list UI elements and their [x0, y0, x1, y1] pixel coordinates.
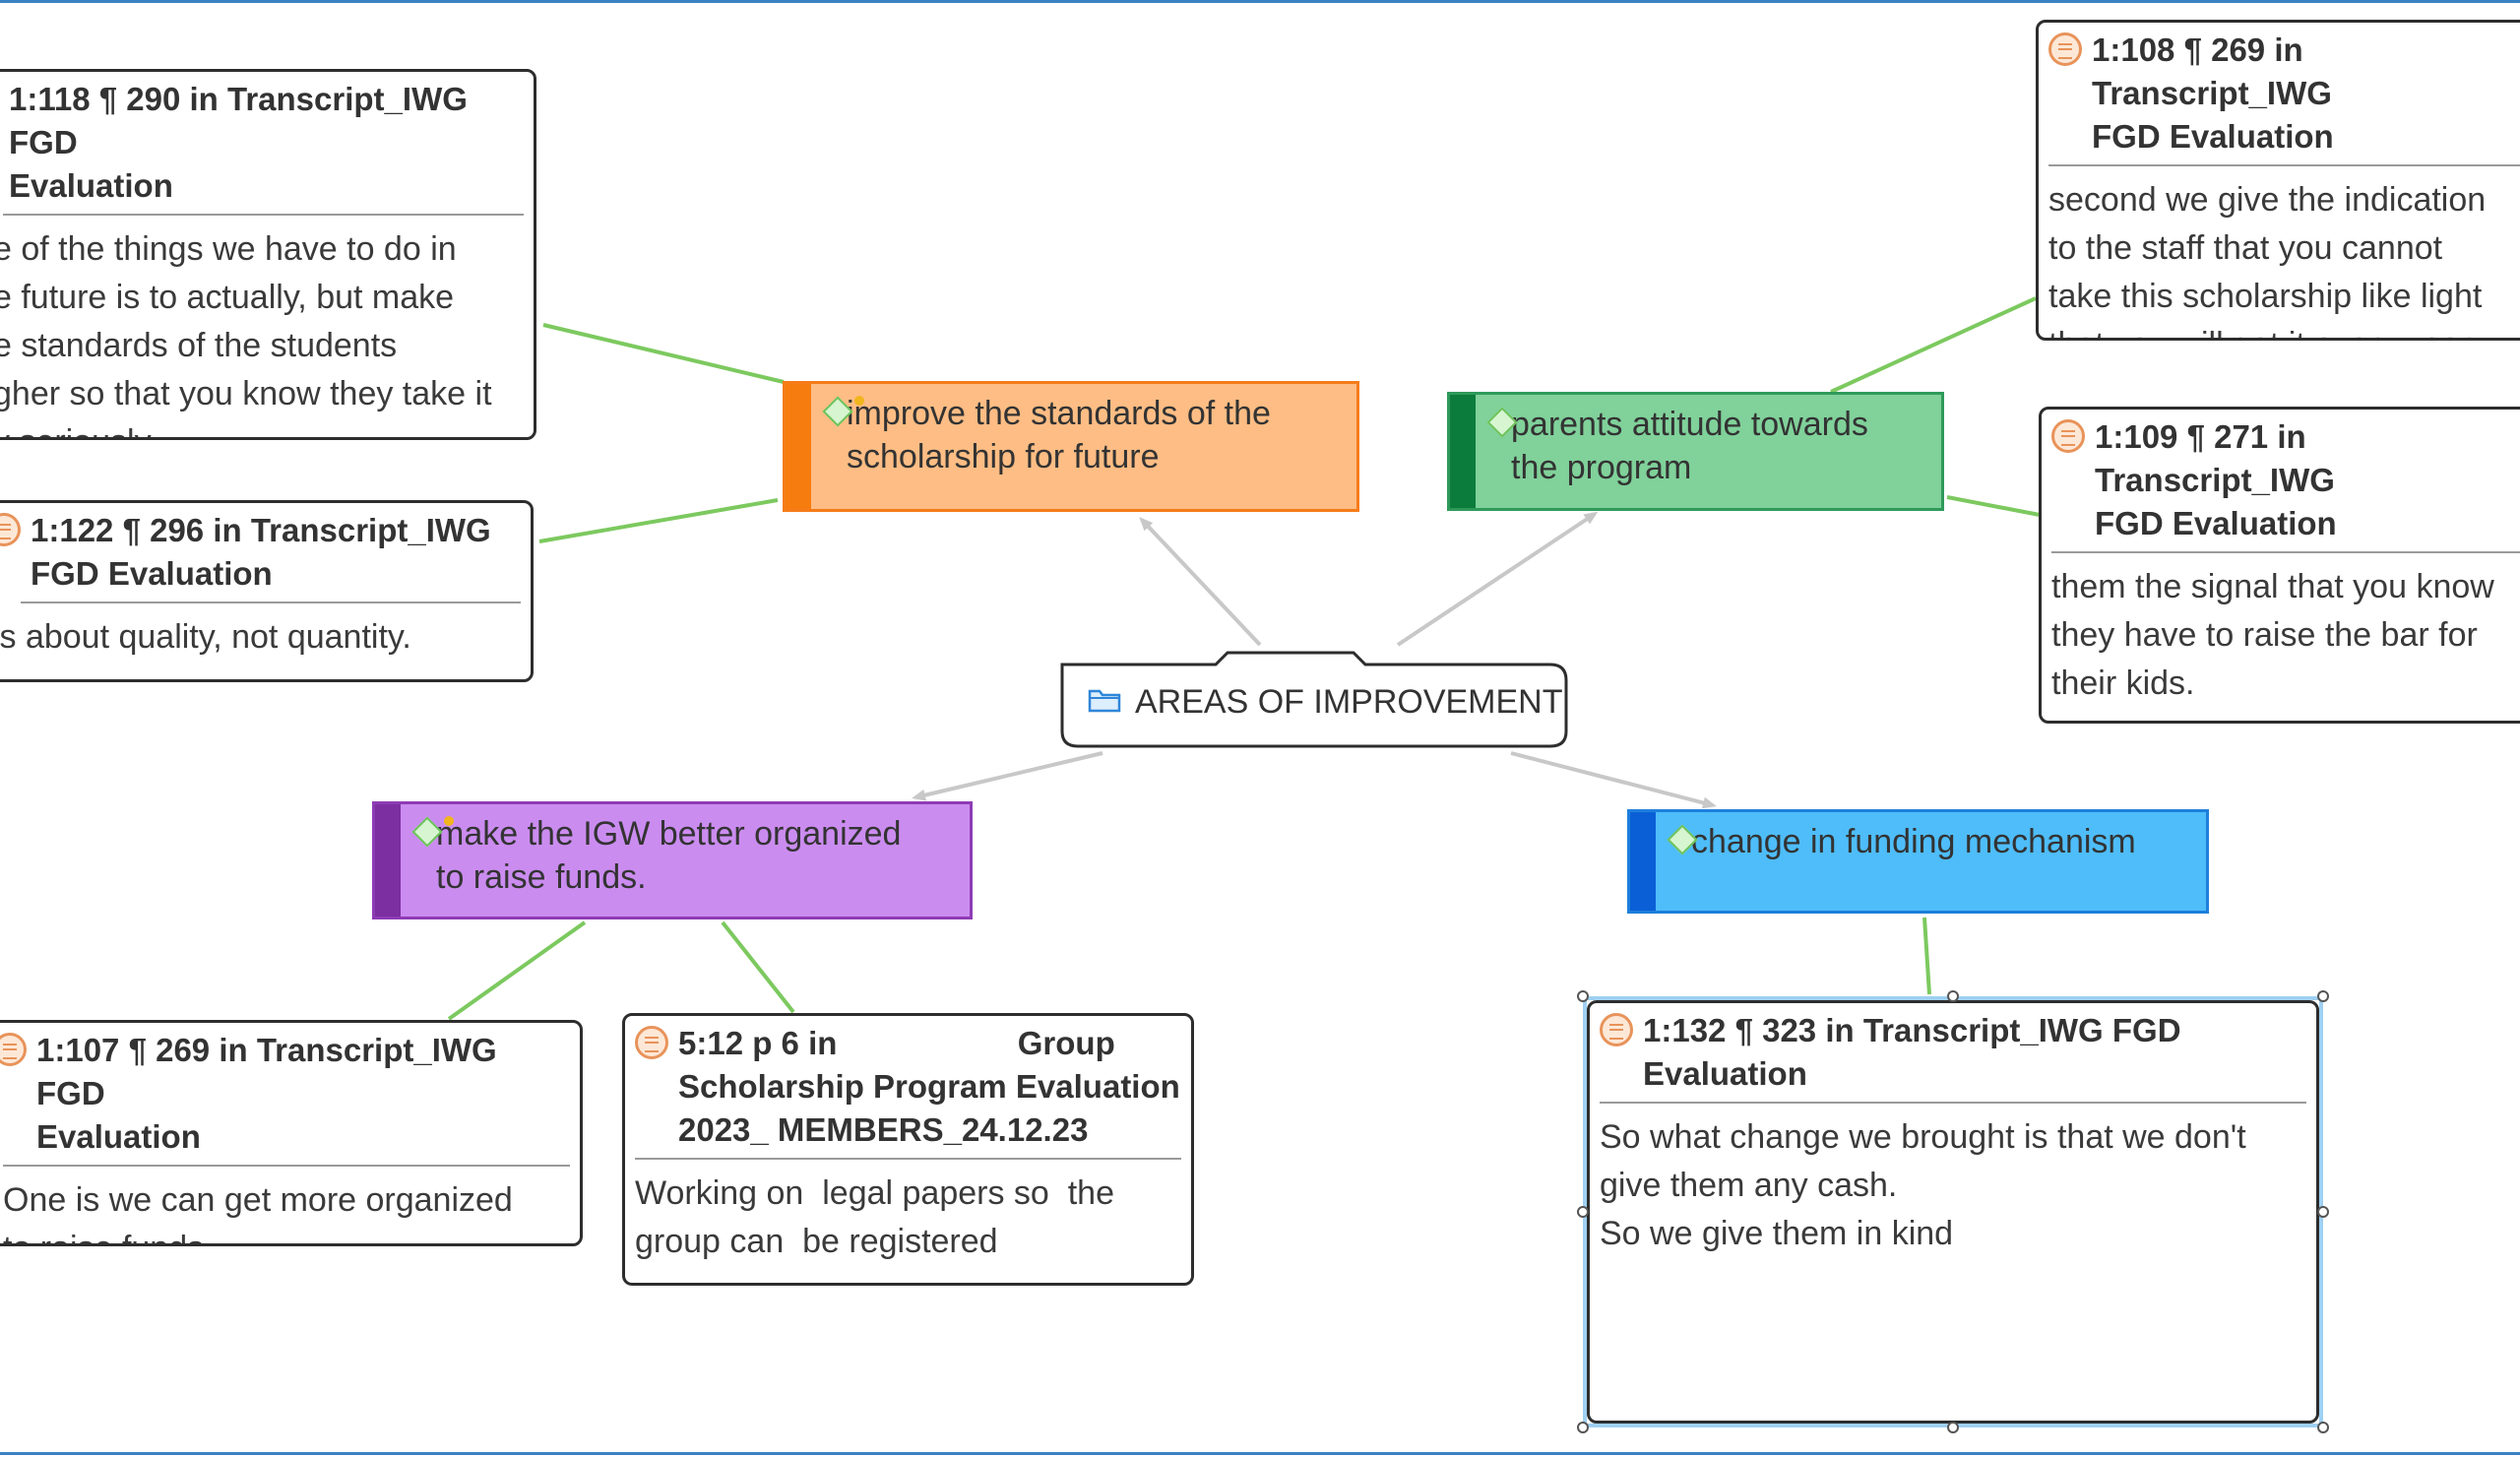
- resize-handle-middle-right[interactable]: [2317, 1206, 2329, 1218]
- resize-handle-top-middle[interactable]: [1947, 990, 1959, 1002]
- code-label: make the IGW better organized to raise f…: [436, 815, 902, 896]
- quote-node-5-12[interactable]: 5:12 p 6 in Group Scholarship Program Ev…: [622, 1013, 1194, 1286]
- link-parents-q109: [1946, 495, 2041, 517]
- link-igw-q512: [721, 920, 795, 1014]
- code-label: improve the standards of the scholarship…: [847, 395, 1271, 475]
- quote-text: 's about quality, not quantity.: [0, 618, 411, 656]
- code-color-stripe: [375, 804, 401, 917]
- link-improve-q122: [538, 498, 779, 543]
- code-label: parents attitude towards the program: [1511, 406, 1868, 486]
- quote-node-1-132[interactable]: 1:132 ¶ 323 in Transcript_IWG FGD Evalua…: [1587, 1000, 2319, 1424]
- quote-node-1-118[interactable]: 1:118 ¶ 290 in Transcript_IWG FGD Evalua…: [0, 69, 536, 440]
- code-color-stripe: [1630, 812, 1656, 911]
- link-root-funding: [1510, 751, 1717, 809]
- root-node-shape: [1060, 651, 1568, 748]
- quote-title: 5:12 p 6 in Group Scholarship Program Ev…: [678, 1025, 1180, 1148]
- document-icon: [2048, 32, 2082, 66]
- quote-node-1-122[interactable]: 1:122 ¶ 296 in Transcript_IWG FGD Evalua…: [0, 500, 534, 682]
- quote-title: 1:107 ¶ 269 in Transcript_IWG FGD Evalua…: [36, 1032, 497, 1155]
- quote-text: So what change we brought is that we don…: [1600, 1118, 2246, 1252]
- link-funding-q132: [1922, 917, 1931, 995]
- root-node-label: AREAS OF IMPROVEMENT: [1135, 683, 1563, 721]
- document-icon: [635, 1026, 668, 1059]
- quote-text: e of the things we have to do in e futur…: [0, 230, 492, 437]
- comment-dot-icon: [444, 816, 454, 826]
- code-node-improve-standards[interactable]: improve the standards of the scholarship…: [783, 381, 1359, 512]
- code-color-stripe: [786, 384, 811, 509]
- resize-handle-bottom-middle[interactable]: [1947, 1422, 1959, 1433]
- document-icon: [1600, 1013, 1633, 1046]
- root-node-areas-of-improvement[interactable]: AREAS OF IMPROVEMENT: [1058, 645, 1570, 749]
- code-node-igw-organized[interactable]: make the IGW better organized to raise f…: [372, 801, 973, 919]
- code-color-stripe: [1450, 395, 1476, 508]
- code-node-funding-mechanism[interactable]: change in funding mechanism: [1627, 809, 2209, 914]
- quote-separator: [2048, 164, 2520, 166]
- quote-separator: [3, 1165, 570, 1167]
- document-icon: [0, 1033, 27, 1066]
- code-node-parents-attitude[interactable]: parents attitude towards the program: [1447, 392, 1944, 511]
- quote-separator: [3, 214, 524, 216]
- folder-icon: [1088, 689, 1121, 713]
- quote-title: 1:108 ¶ 269 in Transcript_IWG FGD Evalua…: [2092, 32, 2334, 155]
- quote-text: Working on legal papers so the group can…: [635, 1174, 1114, 1260]
- quote-separator: [1600, 1102, 2306, 1104]
- quote-text: One is we can get more organized to rais…: [3, 1181, 513, 1243]
- link-igw-q107: [447, 920, 587, 1021]
- resize-handle-middle-left[interactable]: [1577, 1206, 1589, 1218]
- quote-node-1-108[interactable]: 1:108 ¶ 269 in Transcript_IWG FGD Evalua…: [2036, 20, 2520, 341]
- resize-handle-bottom-left[interactable]: [1577, 1422, 1589, 1433]
- quote-title: 1:132 ¶ 323 in Transcript_IWG FGD Evalua…: [1643, 1012, 2181, 1092]
- link-root-improve: [1139, 517, 1262, 647]
- resize-handle-bottom-right[interactable]: [2317, 1422, 2329, 1433]
- resize-handle-top-right[interactable]: [2317, 990, 2329, 1002]
- quote-title: 1:122 ¶ 296 in Transcript_IWG FGD Evalua…: [31, 512, 491, 592]
- quote-title: 1:118 ¶ 290 in Transcript_IWG FGD Evalua…: [9, 81, 468, 204]
- resize-handle-top-left[interactable]: [1577, 990, 1589, 1002]
- link-parents-q108: [1830, 296, 2037, 394]
- quote-text: second we give the indication to the sta…: [2048, 181, 2487, 338]
- quote-separator: [21, 602, 521, 603]
- quote-separator: [2051, 551, 2520, 553]
- link-root-igw: [912, 751, 1103, 801]
- quote-node-1-109[interactable]: 1:109 ¶ 271 in Transcript_IWG FGD Evalua…: [2039, 407, 2520, 724]
- code-label: change in funding mechanism: [1691, 823, 2136, 860]
- link-improve-q118: [542, 323, 785, 384]
- quote-title: 1:109 ¶ 271 in Transcript_IWG FGD Evalua…: [2095, 418, 2337, 541]
- quote-separator: [635, 1158, 1181, 1160]
- quote-text: them the signal that you know they have …: [2051, 568, 2494, 702]
- document-icon: [2051, 419, 2085, 453]
- link-root-parents: [1396, 511, 1599, 647]
- quote-node-1-107[interactable]: 1:107 ¶ 269 in Transcript_IWG FGD Evalua…: [0, 1020, 583, 1246]
- bottom-frame-line: [0, 1452, 2520, 1455]
- document-icon: [0, 513, 21, 546]
- comment-dot-icon: [854, 396, 864, 406]
- top-frame-line: [0, 0, 2520, 3]
